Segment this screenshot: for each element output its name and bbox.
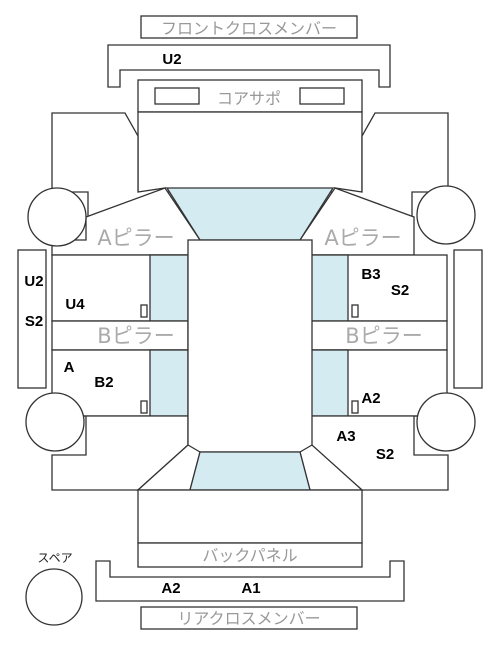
right-rear-quarter-code-a: A3 xyxy=(336,428,355,445)
right-b-pillar-label: Bピラー xyxy=(345,324,422,348)
hood[interactable] xyxy=(137,111,363,193)
trunk-lid[interactable] xyxy=(137,489,363,544)
front-member-code: U2 xyxy=(162,51,181,68)
left-rear-door-code-b: B2 xyxy=(94,374,113,391)
rear-member-right-code: A1 xyxy=(241,580,260,597)
left-side-outer-bottom-code: S2 xyxy=(25,313,43,330)
left-rear-door-code-a: A xyxy=(64,359,75,376)
right-front-handle xyxy=(351,304,359,318)
left-rear-handle xyxy=(140,400,148,414)
right-side-sill[interactable] xyxy=(453,249,483,389)
right-front-window[interactable] xyxy=(309,254,349,322)
left-side-sill[interactable] xyxy=(17,249,47,389)
left-front-handle xyxy=(140,304,148,318)
left-b-pillar-label: Bピラー xyxy=(97,324,174,348)
headlight-right xyxy=(299,87,345,105)
right-rear-quarter-code-b: S2 xyxy=(376,446,394,463)
back-panel-label: バックパネル xyxy=(202,546,297,565)
rear-window[interactable] xyxy=(189,451,311,491)
front-cross-member-label: フロントクロスメンバー xyxy=(161,19,337,38)
core-support-label: コアサポ xyxy=(217,89,281,108)
rear-left-wheel[interactable] xyxy=(25,392,85,452)
spare-tire[interactable] xyxy=(25,568,83,626)
left-a-pillar-label: Aピラー xyxy=(97,226,174,250)
right-rear-handle xyxy=(351,400,359,414)
front-bumper[interactable] xyxy=(107,44,391,88)
right-rear-window[interactable] xyxy=(309,349,349,417)
right-a-pillar-label: Aピラー xyxy=(324,226,401,250)
front-right-wheel[interactable] xyxy=(416,185,476,245)
rear-cross-member-box[interactable] xyxy=(140,606,358,630)
roof[interactable] xyxy=(187,239,313,453)
right-front-door-code-bottom: S2 xyxy=(391,282,409,299)
right-front-door-code-top: B3 xyxy=(361,266,380,283)
rear-right-wheel[interactable] xyxy=(416,392,476,452)
front-left-wheel[interactable] xyxy=(27,187,87,247)
left-b-pillar-box[interactable] xyxy=(51,320,189,351)
rear-member-left-code: A2 xyxy=(161,580,180,597)
left-side-outer-top-code: U2 xyxy=(24,273,43,290)
left-rear-window[interactable] xyxy=(149,349,189,417)
headlight-left xyxy=(154,87,200,105)
rear-bumper[interactable] xyxy=(95,560,405,602)
left-front-door-code: U4 xyxy=(65,296,85,313)
back-panel-box[interactable] xyxy=(137,542,363,568)
front-cross-member-box[interactable] xyxy=(140,15,358,39)
right-rear-door-code: A2 xyxy=(361,390,380,407)
left-front-window[interactable] xyxy=(149,254,189,322)
spare-label: スペア xyxy=(37,551,72,565)
rear-cross-member-label: リアクロスメンバー xyxy=(177,609,320,628)
